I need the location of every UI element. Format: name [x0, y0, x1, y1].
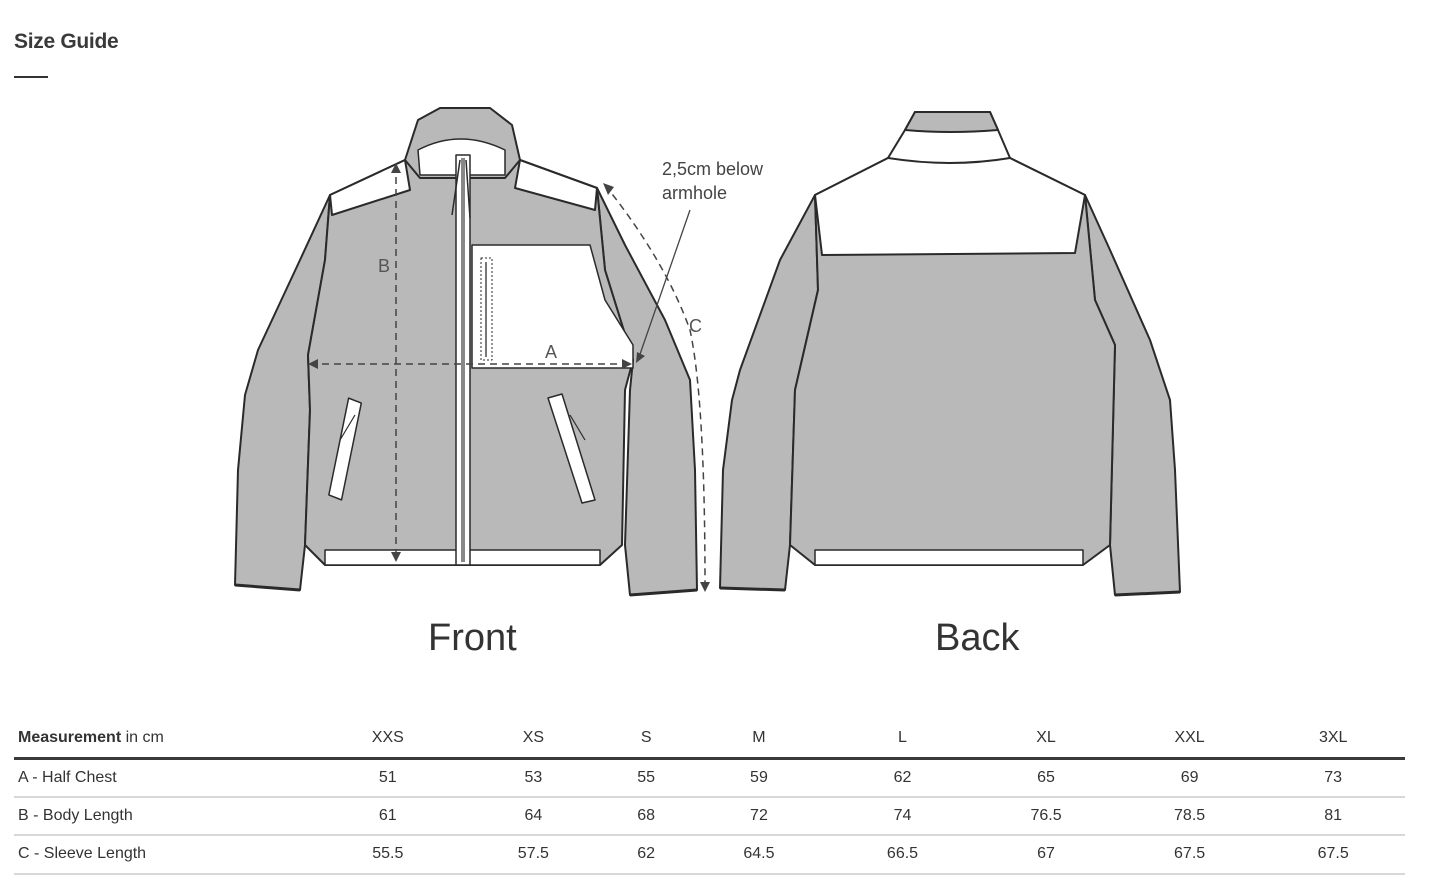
size-table: Measurement in cm XXS XS S M L XL XXL 3X… [14, 718, 1405, 875]
measurement-guides [310, 165, 706, 586]
table-cell: 78.5 [1117, 796, 1262, 836]
measurement-header-unit: in cm [121, 729, 164, 747]
front-view-label: Front [428, 617, 517, 659]
table-cell: 81 [1261, 796, 1405, 836]
row-label: C - Sleeve Length [14, 835, 314, 875]
table-cell: 66.5 [830, 835, 975, 875]
table-header-row: Measurement in cm XXS XS S M L XL XXL 3X… [14, 718, 1405, 760]
armhole-pointer [637, 209, 691, 361]
table-row: A - Half Chest 51 53 55 59 62 65 69 73 [14, 758, 1405, 798]
title-underline [14, 76, 48, 78]
row-label: A - Half Chest [14, 758, 314, 798]
table-cell: 53 [461, 758, 606, 798]
size-header: S [605, 718, 688, 760]
table-cell: 67 [974, 835, 1118, 875]
table-cell: 62 [605, 835, 688, 875]
jacket-illustration: A B C 2,5cm below armhole [0, 95, 1438, 665]
table-cell: 67.5 [1117, 835, 1262, 875]
table-row: C - Sleeve Length 55.5 57.5 62 64.5 66.5… [14, 835, 1405, 875]
table-cell: 76.5 [974, 796, 1118, 836]
table-cell: 51 [314, 758, 462, 798]
marker-b: B [378, 256, 391, 276]
measurement-header-bold: Measurement [18, 729, 122, 747]
size-header: M [687, 718, 831, 760]
table-cell: 65 [974, 758, 1118, 798]
table-cell: 64.5 [687, 835, 831, 875]
size-header: XXL [1117, 718, 1262, 760]
table-cell: 57.5 [461, 835, 606, 875]
row-label: B - Body Length [14, 796, 314, 836]
table-cell: 68 [605, 796, 688, 836]
measurement-header: Measurement in cm [14, 718, 314, 760]
table-cell: 59 [687, 758, 831, 798]
jacket-drawings [234, 107, 1181, 597]
size-header: XL [974, 718, 1118, 760]
table-cell: 74 [830, 796, 975, 836]
marker-c: C [689, 316, 702, 336]
table-cell: 62 [830, 758, 975, 798]
table-cell: 67.5 [1261, 835, 1405, 875]
size-header: XXS [314, 718, 462, 760]
front-jacket-drawing [234, 107, 698, 597]
armhole-annotation: 2,5cm below armhole [662, 159, 764, 203]
table-row: B - Body Length 61 64 68 72 74 76.5 78.5… [14, 796, 1405, 836]
table-cell: 69 [1117, 758, 1262, 798]
size-header: XS [461, 718, 606, 760]
table-cell: 72 [687, 796, 831, 836]
measurement-arrowheads [308, 163, 710, 592]
table-cell: 55 [605, 758, 688, 798]
page-title: Size Guide [14, 30, 119, 53]
size-header: L [830, 718, 975, 760]
marker-a: A [545, 342, 558, 362]
back-jacket-drawing [719, 111, 1181, 597]
back-view-label: Back [935, 617, 1020, 659]
table-cell: 61 [314, 796, 462, 836]
size-header: 3XL [1261, 718, 1405, 760]
table-cell: 73 [1261, 758, 1405, 798]
table-cell: 55.5 [314, 835, 462, 875]
table-cell: 64 [461, 796, 606, 836]
